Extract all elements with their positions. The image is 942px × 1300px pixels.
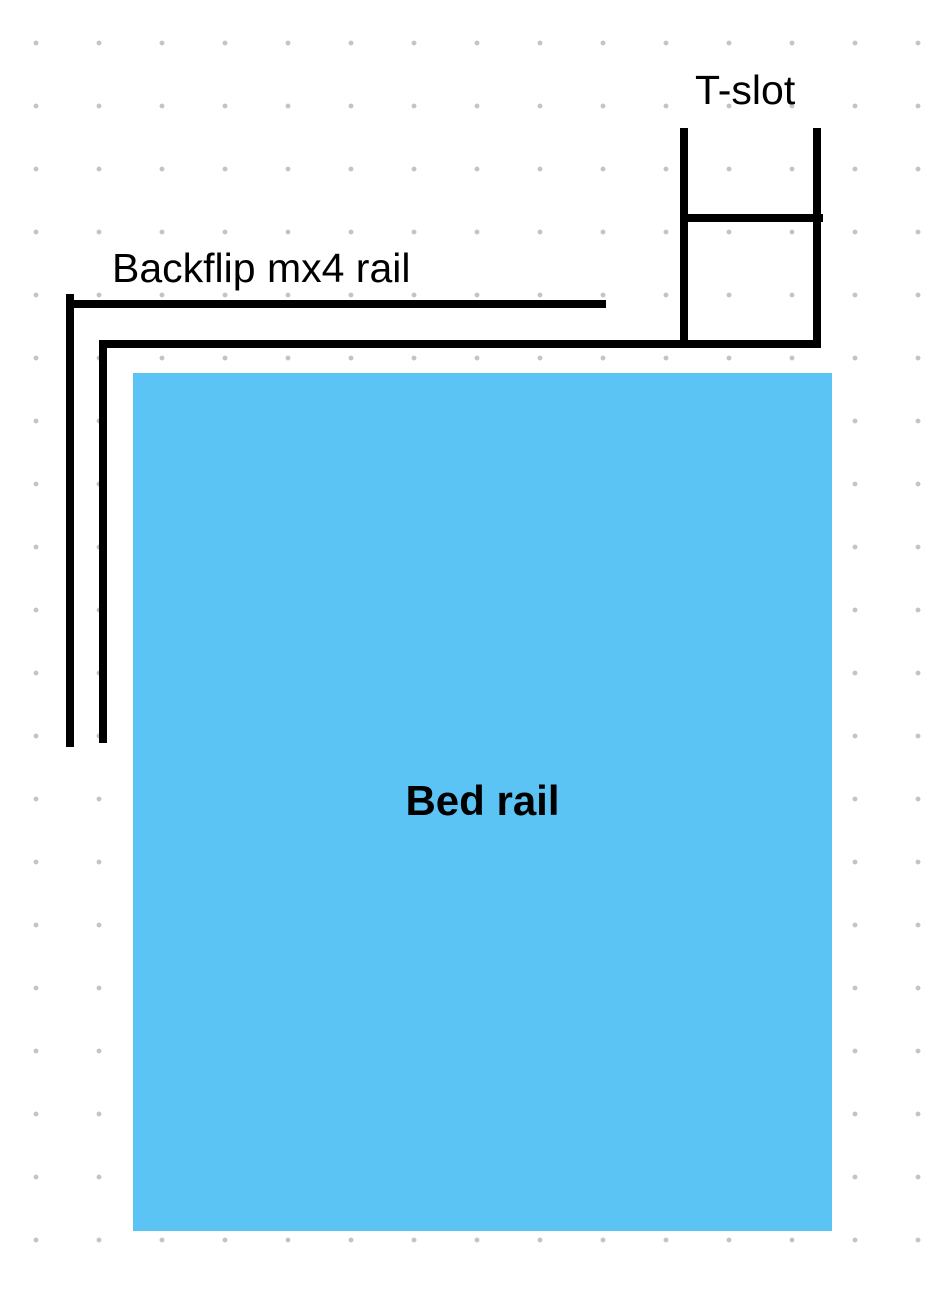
tslot-right-wall [813,128,821,348]
bed-rail-label: Bed rail [405,777,560,824]
backflip-rail-outer-vertical [66,294,74,747]
tslot-left-wall [680,128,688,346]
bed-rail-edge-vertical [99,340,107,743]
tslot-crossbar [680,214,823,222]
backflip-rail-outer-horizontal [66,300,606,308]
bed-rail-block [133,373,832,1231]
tslot-label: T-slot [695,67,796,113]
backflip-rail-label: Backflip mx4 rail [112,245,411,291]
bed-rail-edge-horizontal [99,340,821,348]
